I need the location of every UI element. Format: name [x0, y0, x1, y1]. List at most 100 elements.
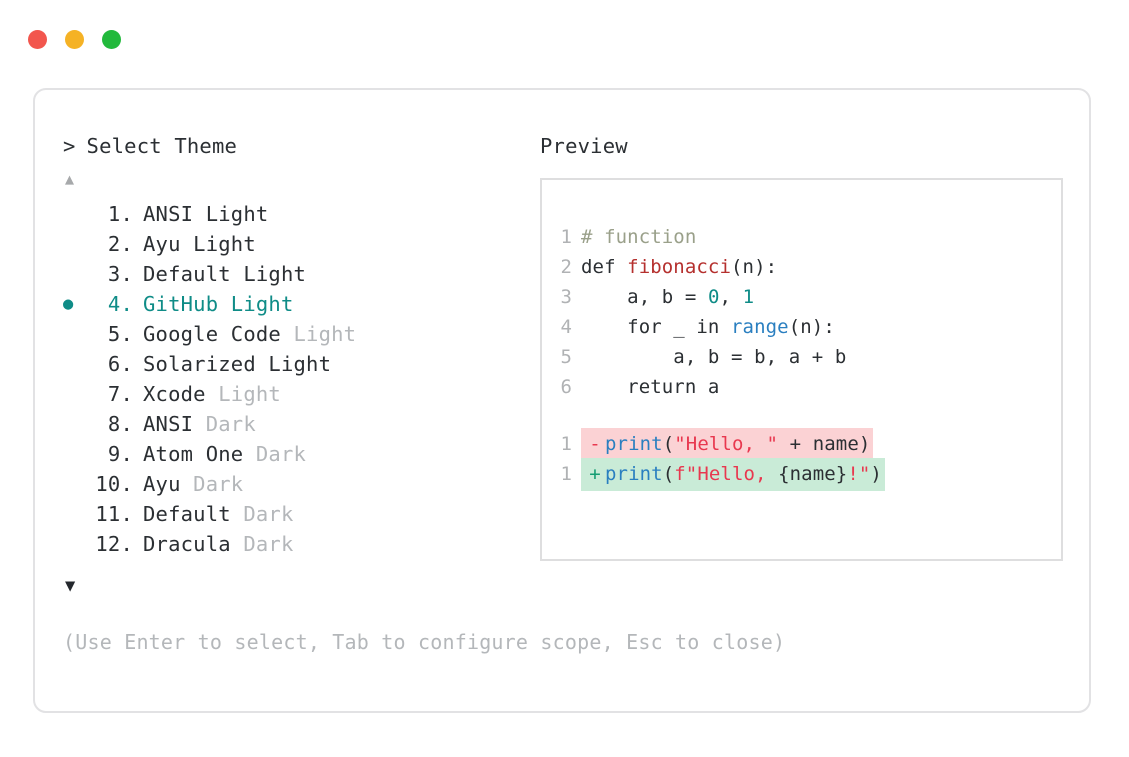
theme-item-number: 11.: [95, 502, 133, 526]
theme-list-item[interactable]: ● 4. GitHub Light: [63, 292, 533, 322]
code-token: a, b =: [581, 286, 708, 308]
code-token: return a: [581, 376, 720, 398]
theme-item-name: Ayu: [143, 472, 181, 496]
selected-bullet-icon: ●: [63, 294, 74, 314]
minimize-dot[interactable]: [65, 30, 84, 49]
code-line-content: for _ in range(n):: [581, 312, 835, 342]
code-token: (n):: [788, 316, 835, 338]
theme-item-variant: Light: [205, 382, 281, 406]
code-token: {name}: [778, 463, 848, 485]
code-token: fibonacci: [627, 256, 732, 278]
diff-line-content: print("Hello, " + name): [605, 429, 870, 459]
theme-item-name: Dracula: [143, 532, 231, 556]
code-token: range: [731, 316, 789, 338]
code-token: + name): [778, 433, 871, 455]
theme-list[interactable]: 1. ANSI Light 2. Ayu Light 3.Default Light● 4…: [63, 202, 533, 562]
line-number: 5: [560, 346, 572, 368]
theme-item-number: 7.: [107, 382, 133, 406]
code-token: def: [581, 256, 628, 278]
picker-panes: > Select Theme ▲ 1. ANSI Light 2. Ayu Light…: [35, 90, 1089, 711]
theme-item-name: ANSI: [143, 412, 194, 436]
theme-item-name: Default: [143, 502, 231, 526]
code-line-content: a, b = 0, 1: [581, 282, 754, 312]
line-number: 4: [560, 316, 572, 338]
code-line: 5 a, b = b, a + b: [542, 342, 1061, 372]
line-number: 3: [560, 286, 572, 308]
theme-item-name: ANSI Light: [143, 202, 269, 226]
code-token: ,: [719, 286, 743, 308]
code-line-content: def fibonacci(n):: [581, 252, 777, 282]
theme-list-item[interactable]: 8. ANSI Dark: [63, 412, 533, 442]
theme-item-variant: Dark: [230, 532, 294, 556]
code-token: (: [662, 433, 675, 455]
code-token: f"Hello,: [674, 463, 779, 485]
theme-list-item[interactable]: 3.Default Light: [63, 262, 533, 292]
theme-item-name: Default Light: [143, 262, 307, 286]
code-line: 3 a, b = 0, 1: [542, 282, 1061, 312]
page-title: Select Theme: [86, 134, 238, 158]
code-token: 0: [707, 286, 720, 308]
diff-line-plus: 1 +print(f"Hello, {name}!"): [542, 458, 1061, 491]
line-number: 1: [560, 433, 572, 455]
theme-list-item[interactable]: 2. Ayu Light: [63, 232, 533, 262]
theme-list-pane: > Select Theme ▲ 1. ANSI Light 2. Ayu Light…: [63, 134, 533, 598]
diff-line-minus: 1-print("Hello, " + name): [542, 428, 1061, 461]
preview-label: Preview: [540, 134, 628, 158]
theme-item-name: Ayu Light: [143, 232, 256, 256]
theme-list-item[interactable]: 12.Dracula Dark: [63, 532, 533, 562]
scroll-up-icon[interactable]: ▲: [65, 170, 75, 188]
code-token: !": [847, 463, 871, 485]
code-token: # function: [581, 226, 697, 248]
line-number: 1: [560, 226, 572, 248]
window-traffic-lights: [28, 30, 121, 49]
theme-item-variant: Dark: [180, 472, 244, 496]
diff-sign: +: [589, 463, 601, 485]
code-token: (: [662, 463, 675, 485]
close-dot[interactable]: [28, 30, 47, 49]
code-token: (n):: [731, 256, 778, 278]
theme-item-number: 9.: [107, 442, 133, 466]
maximize-dot[interactable]: [102, 30, 121, 49]
code-line-content: a, b = b, a + b: [581, 342, 846, 372]
theme-item-number: 10.: [95, 472, 133, 496]
theme-item-name: GitHub Light: [143, 292, 294, 316]
code-spacer: [542, 402, 1061, 428]
code-line-content: return a: [581, 372, 719, 402]
diff-sign: -: [589, 433, 601, 455]
theme-list-item[interactable]: 7. Xcode Light: [63, 382, 533, 412]
diff-line-content: print(f"Hello, {name}!"): [605, 459, 882, 489]
code-token: 1: [742, 286, 755, 308]
theme-list-item[interactable]: 1. ANSI Light: [63, 202, 533, 232]
theme-item-number: 1.: [107, 202, 133, 226]
keyboard-hint: (Use Enter to select, Tab to configure s…: [63, 630, 786, 654]
theme-list-item[interactable]: 5. Google Code Light: [63, 322, 533, 352]
theme-item-number: 6.: [107, 352, 133, 376]
theme-item-name: Atom One: [143, 442, 244, 466]
prompt-caret-icon: >: [63, 134, 76, 158]
theme-item-number: 8.: [107, 412, 133, 436]
theme-item-variant: Dark: [243, 442, 307, 466]
scroll-down-icon[interactable]: ▼: [65, 576, 76, 596]
code-token: ): [870, 463, 882, 485]
theme-item-number: 2.: [107, 232, 133, 256]
theme-list-item[interactable]: 6. Solarized Light: [63, 352, 533, 382]
theme-list-item[interactable]: 9. Atom One Dark: [63, 442, 533, 472]
theme-item-number: 4.: [107, 292, 133, 316]
code-line: 4 for _ in range(n):: [542, 312, 1061, 342]
diff-highlight: +print(f"Hello, {name}!"): [581, 458, 885, 491]
line-number: 1: [560, 463, 572, 485]
diff-preview: 1-print("Hello, " + name)1+print(f"Hello…: [542, 428, 1061, 491]
theme-list-item[interactable]: 10. Ayu Dark: [63, 472, 533, 502]
theme-list-item[interactable]: 11.Default Dark: [63, 502, 533, 532]
theme-item-name: Xcode: [143, 382, 206, 406]
theme-item-variant: Dark: [193, 412, 256, 436]
theme-item-name: Solarized Light: [143, 352, 332, 376]
theme-item-variant: Light: [280, 322, 357, 346]
theme-item-number: 5.: [107, 322, 133, 346]
theme-item-name: Google Code: [143, 322, 281, 346]
